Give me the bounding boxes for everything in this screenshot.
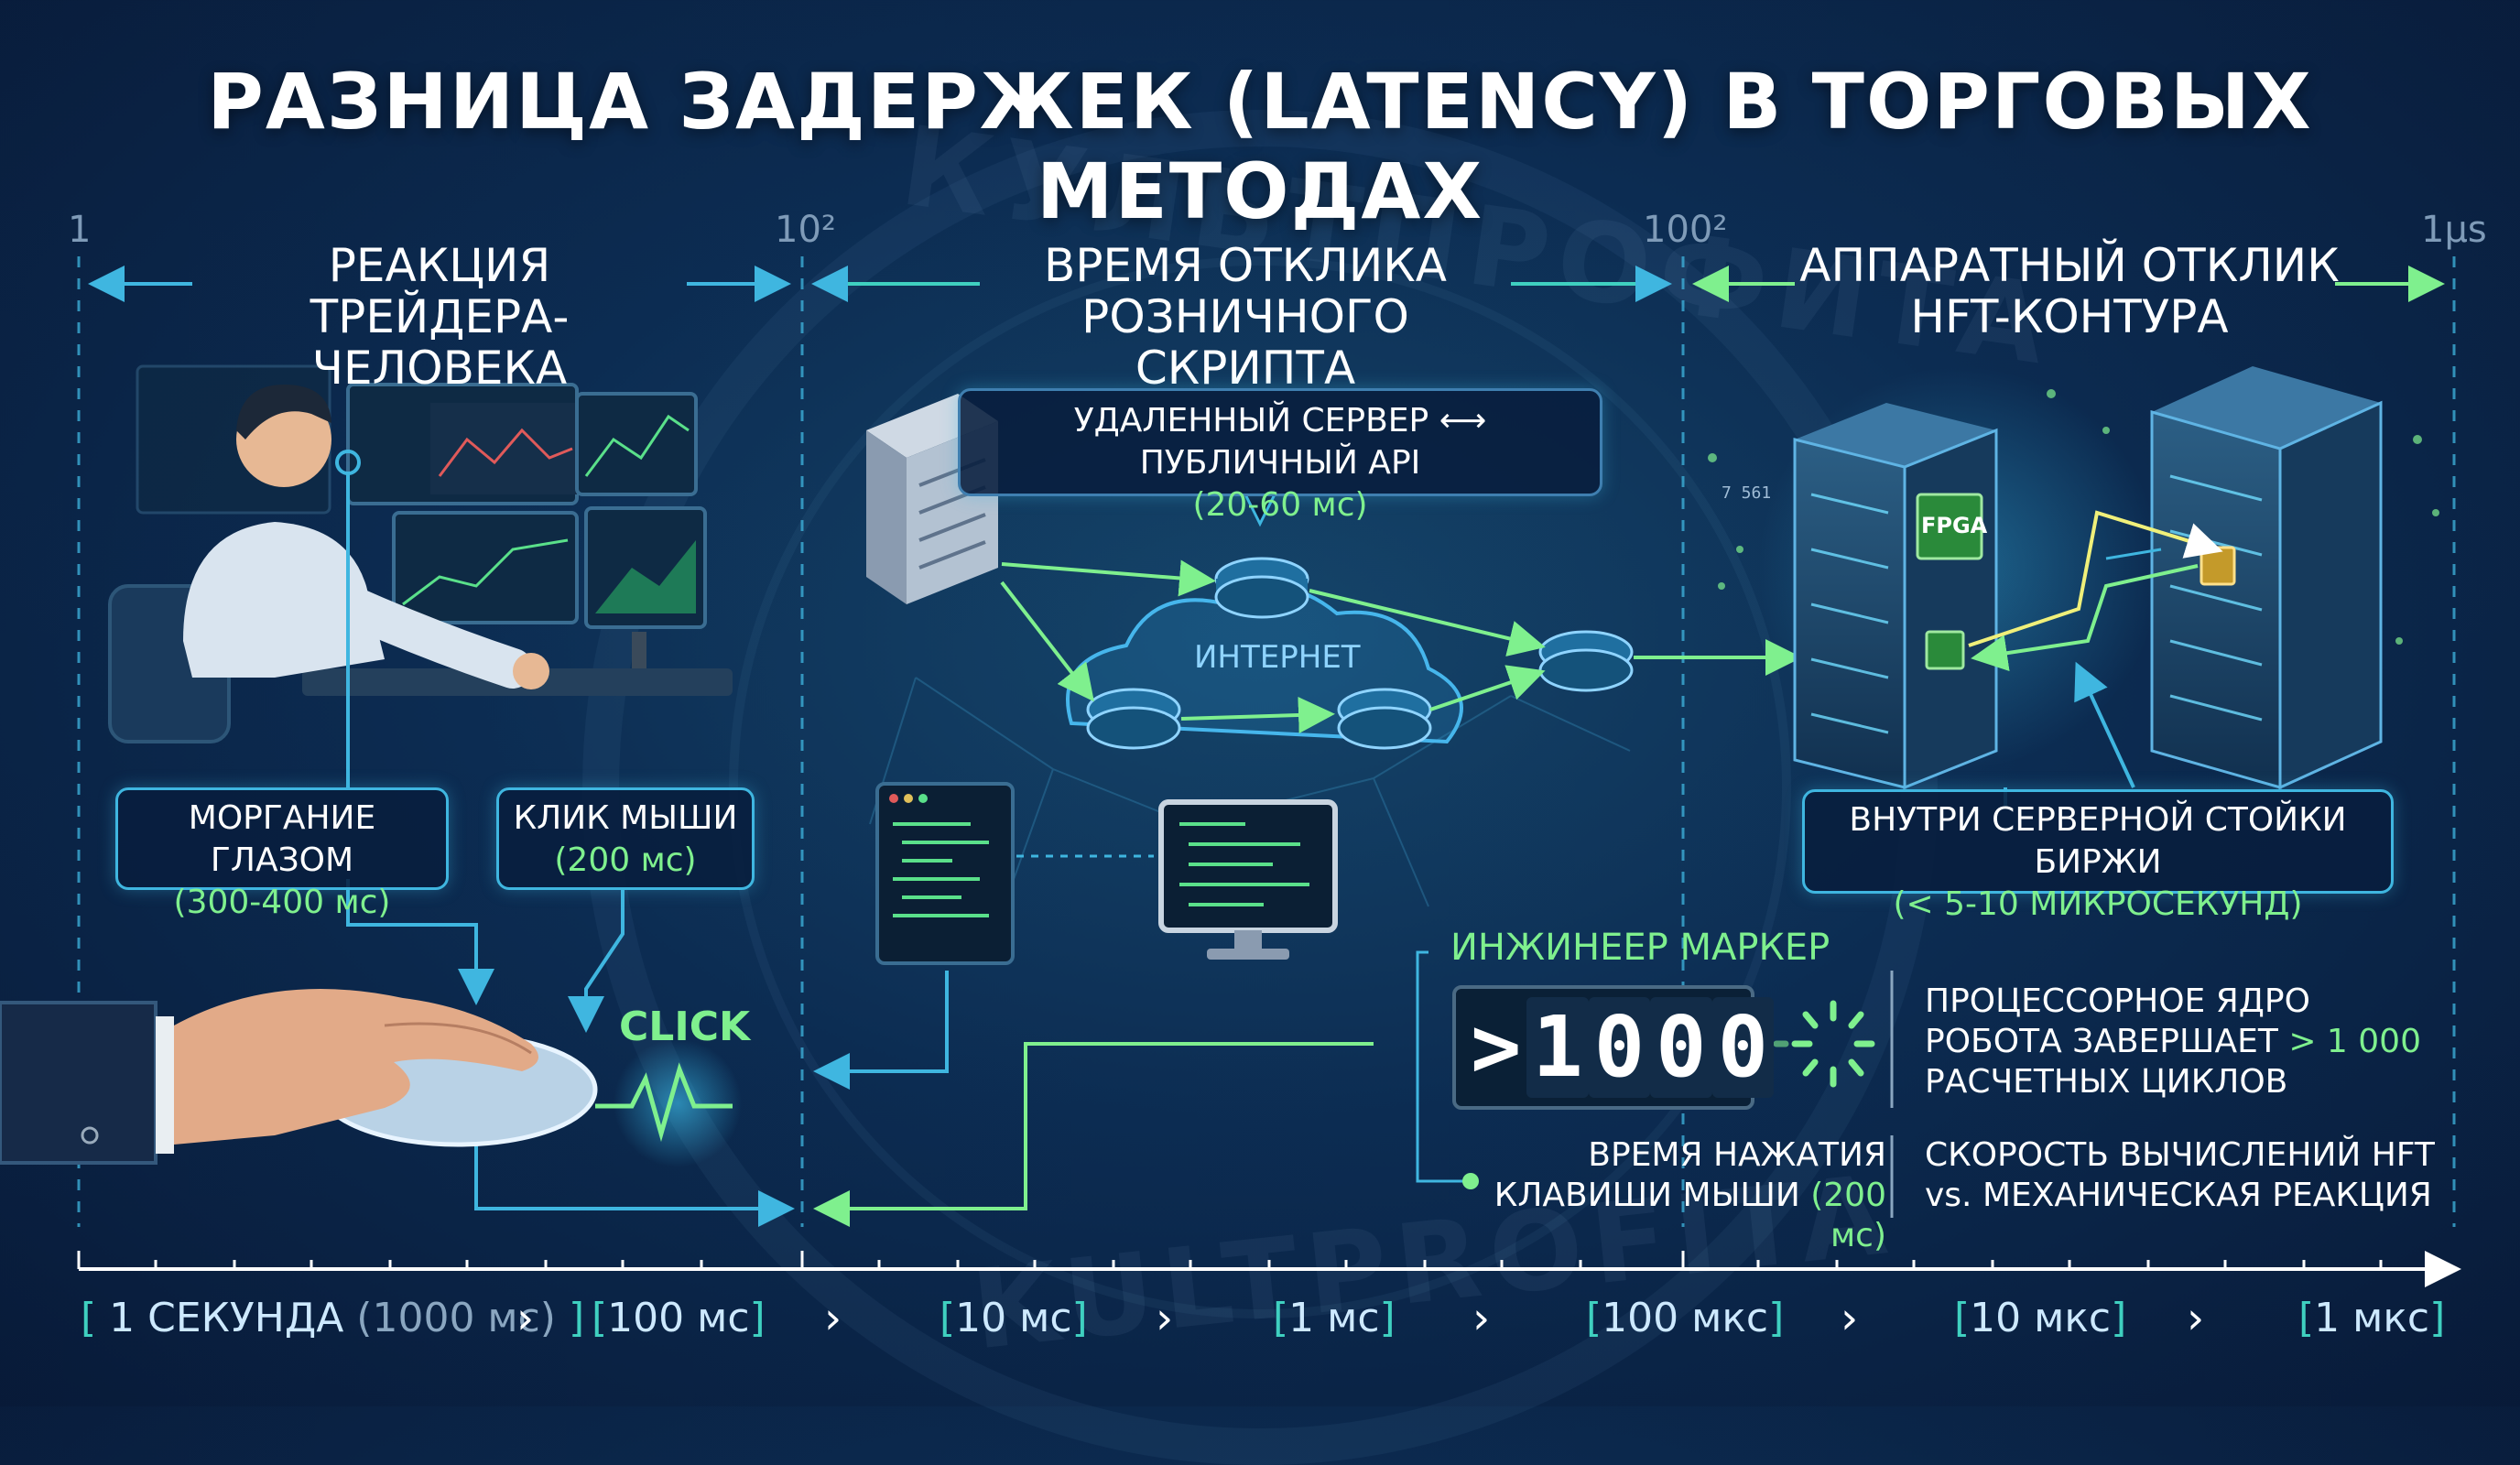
retail-network [813, 394, 1802, 1090]
rack-small-number: 7 561 [1722, 483, 1772, 503]
click-value: (200 мс) [554, 841, 697, 879]
cpu-note-line: РАСЧЕТНЫХ ЦИКЛОВ [1925, 1063, 2288, 1101]
hand-mouse-illustration [0, 989, 742, 1167]
section-title-human: РЕАКЦИЯ ТРЕЙДЕРА-ЧЕЛОВЕКА [183, 240, 696, 394]
trader-illustration [108, 364, 733, 743]
scale-label-extra: (1000 мс) [356, 1295, 556, 1341]
section-title-line: ТРЕЙДЕРА-ЧЕЛОВЕКА [310, 290, 570, 395]
counter-digit: 0 [1588, 997, 1651, 1098]
section-title-line: HFT-КОНТУРА [1910, 290, 2229, 343]
top-tick-4: 1µs [2421, 209, 2487, 251]
scale-label-main: 10 мс [955, 1295, 1072, 1341]
counter-digit: 1 [1526, 997, 1589, 1098]
diagram-canvas [0, 256, 2461, 1287]
scale-separator: › [516, 1293, 535, 1344]
blink-label: МОРГАНИЕ ГЛАЗОМ [188, 799, 376, 879]
press-note-line: КЛАВИШИ МЫШИ [1494, 1177, 1800, 1214]
exchange-rack-box: ВНУТРИ СЕРВЕРНОЙ СТОЙКИ БИРЖИ (< 5-10 МИ… [1802, 789, 2394, 923]
speed-note-line: vs. МЕХАНИЧЕСКАЯ РЕАКЦИЯ [1925, 1177, 2432, 1214]
blink-box: МОРГАНИЕ ГЛАЗОМ (300-400 мс) [115, 787, 449, 921]
scale-label-1s: [ 1 СЕКУНДА (1000 мс) ] [81, 1295, 585, 1341]
blink-value: (300-400 мс) [173, 884, 391, 921]
section-dividers [77, 256, 2456, 1227]
section-title-line: РЕАКЦИЯ [328, 239, 551, 292]
scale-separator: › [2187, 1293, 2205, 1344]
scale-label-10us: [10 мкс] [1954, 1295, 2127, 1341]
desktop-monitor-illustration [1158, 799, 1338, 960]
top-tick-1: 1 [68, 209, 92, 251]
section-title-line: АППАРАТНЫЙ ОТКЛИК [1799, 239, 2340, 292]
top-tick-3: 100² [1643, 209, 1728, 251]
exchange-rack-value: (< 5-10 МИКРОСЕКУНД) [1893, 885, 2303, 923]
counter-digit: 0 [1650, 997, 1712, 1098]
scale-label-100us: [100 мкс] [1586, 1295, 1785, 1341]
press-value: (200 мс) [1810, 1177, 1886, 1254]
scale-label-100ms: [100 мс] [592, 1295, 766, 1341]
section-title-line: РОЗНИЧНОГО СКРИПТА [1081, 290, 1409, 395]
exchange-rack-label: ВНУТРИ СЕРВЕРНОЙ СТОЙКИ БИРЖИ [1849, 801, 2347, 881]
section-title-retail: ВРЕМЯ ОТКЛИКА РОЗНИЧНОГО СКРИПТА [971, 240, 1520, 394]
click-box: КЛИК МЫШИ (200 мс) [496, 787, 755, 890]
press-note-line: ВРЕМЯ НАЖАТИЯ [1588, 1136, 1886, 1174]
server-api-value: (20-60 мс) [1192, 486, 1368, 524]
scale-label-10ms: [10 мс] [940, 1295, 1088, 1341]
router-icons [1086, 557, 1634, 750]
press-note: ВРЕМЯ НАЖАТИЯ КЛАВИШИ МЫШИ (200 мс) [1483, 1135, 1886, 1256]
cpu-note: ПРОЦЕССОРНОЕ ЯДРО РОБОТА ЗАВЕРШАЕТ > 1 0… [1925, 982, 2421, 1102]
code-window-illustration [875, 782, 1015, 965]
scale-label-main: 100 мс [607, 1295, 750, 1341]
human-connectors [346, 473, 795, 1227]
speed-note: СКОРОСТЬ ВЫЧИСЛЕНИЙ HFT vs. МЕХАНИЧЕСКАЯ… [1925, 1135, 2435, 1216]
scale-label-main: 1 мкс [2314, 1295, 2430, 1341]
server-api-box: УДАЛЕННЫЙ СЕРВЕР ⟷ ПУБЛИЧНЫЙ API (20-60 … [958, 388, 1602, 524]
scale-separator: › [1156, 1293, 1174, 1344]
scale-label-main: 1 СЕКУНДА [109, 1295, 344, 1341]
click-text: CLICK [619, 1004, 751, 1050]
loading-spinner-icon [1773, 1000, 1875, 1088]
scale-label-main: 1 мс [1288, 1295, 1380, 1341]
timeline-axis [77, 1251, 2461, 1287]
counter-symbol: > [1471, 998, 1522, 1096]
scale-label-1ms: [1 мс] [1273, 1295, 1396, 1341]
scale-label-main: 100 мкс [1602, 1295, 1769, 1341]
fpga-chip-label: FPGA [1921, 513, 1988, 538]
scale-separator: › [824, 1293, 842, 1344]
internet-label: ИНТЕРНЕТ [1194, 639, 1361, 676]
cpu-cycles-value: > 1 000 [2288, 1023, 2421, 1060]
server-api-label: УДАЛЕННЫЙ СЕРВЕР ⟷ ПУБЛИЧНЫЙ API [1073, 402, 1487, 482]
section-title-hft: АППАРАТНЫЙ ОТКЛИК HFT-КОНТУРА [1795, 240, 2344, 342]
scale-separator: › [1472, 1293, 1491, 1344]
click-label: КЛИК МЫШИ [513, 799, 738, 837]
cpu-note-line: ПРОЦЕССОРНОЕ ЯДРО [1925, 982, 2310, 1020]
speed-note-line: СКОРОСТЬ ВЫЧИСЛЕНИЙ HFT [1925, 1136, 2435, 1174]
cpu-note-line: РОБОТА ЗАВЕРШАЕТ [1925, 1023, 2278, 1060]
marker-connector [813, 1042, 1374, 1227]
marker-title: ИНЖИНЕЕР МАРКЕР [1450, 927, 1830, 969]
page-title: РАЗНИЦА ЗАДЕРЖЕК (LATENCY) В ТОРГОВЫХ МЕ… [207, 57, 2313, 236]
cycle-counter: > 1 0 0 0 [1452, 985, 1774, 1110]
top-tick-2: 10² [775, 209, 836, 251]
section-title-line: ВРЕМЯ ОТКЛИКА [1044, 239, 1447, 292]
scale-separator: › [1841, 1293, 1859, 1344]
scale-label-main: 10 мкс [1970, 1295, 2112, 1341]
counter-digit: 0 [1711, 997, 1774, 1098]
hft-racks [1708, 366, 2439, 806]
scale-label-1us: [1 мкс] [2298, 1295, 2446, 1341]
